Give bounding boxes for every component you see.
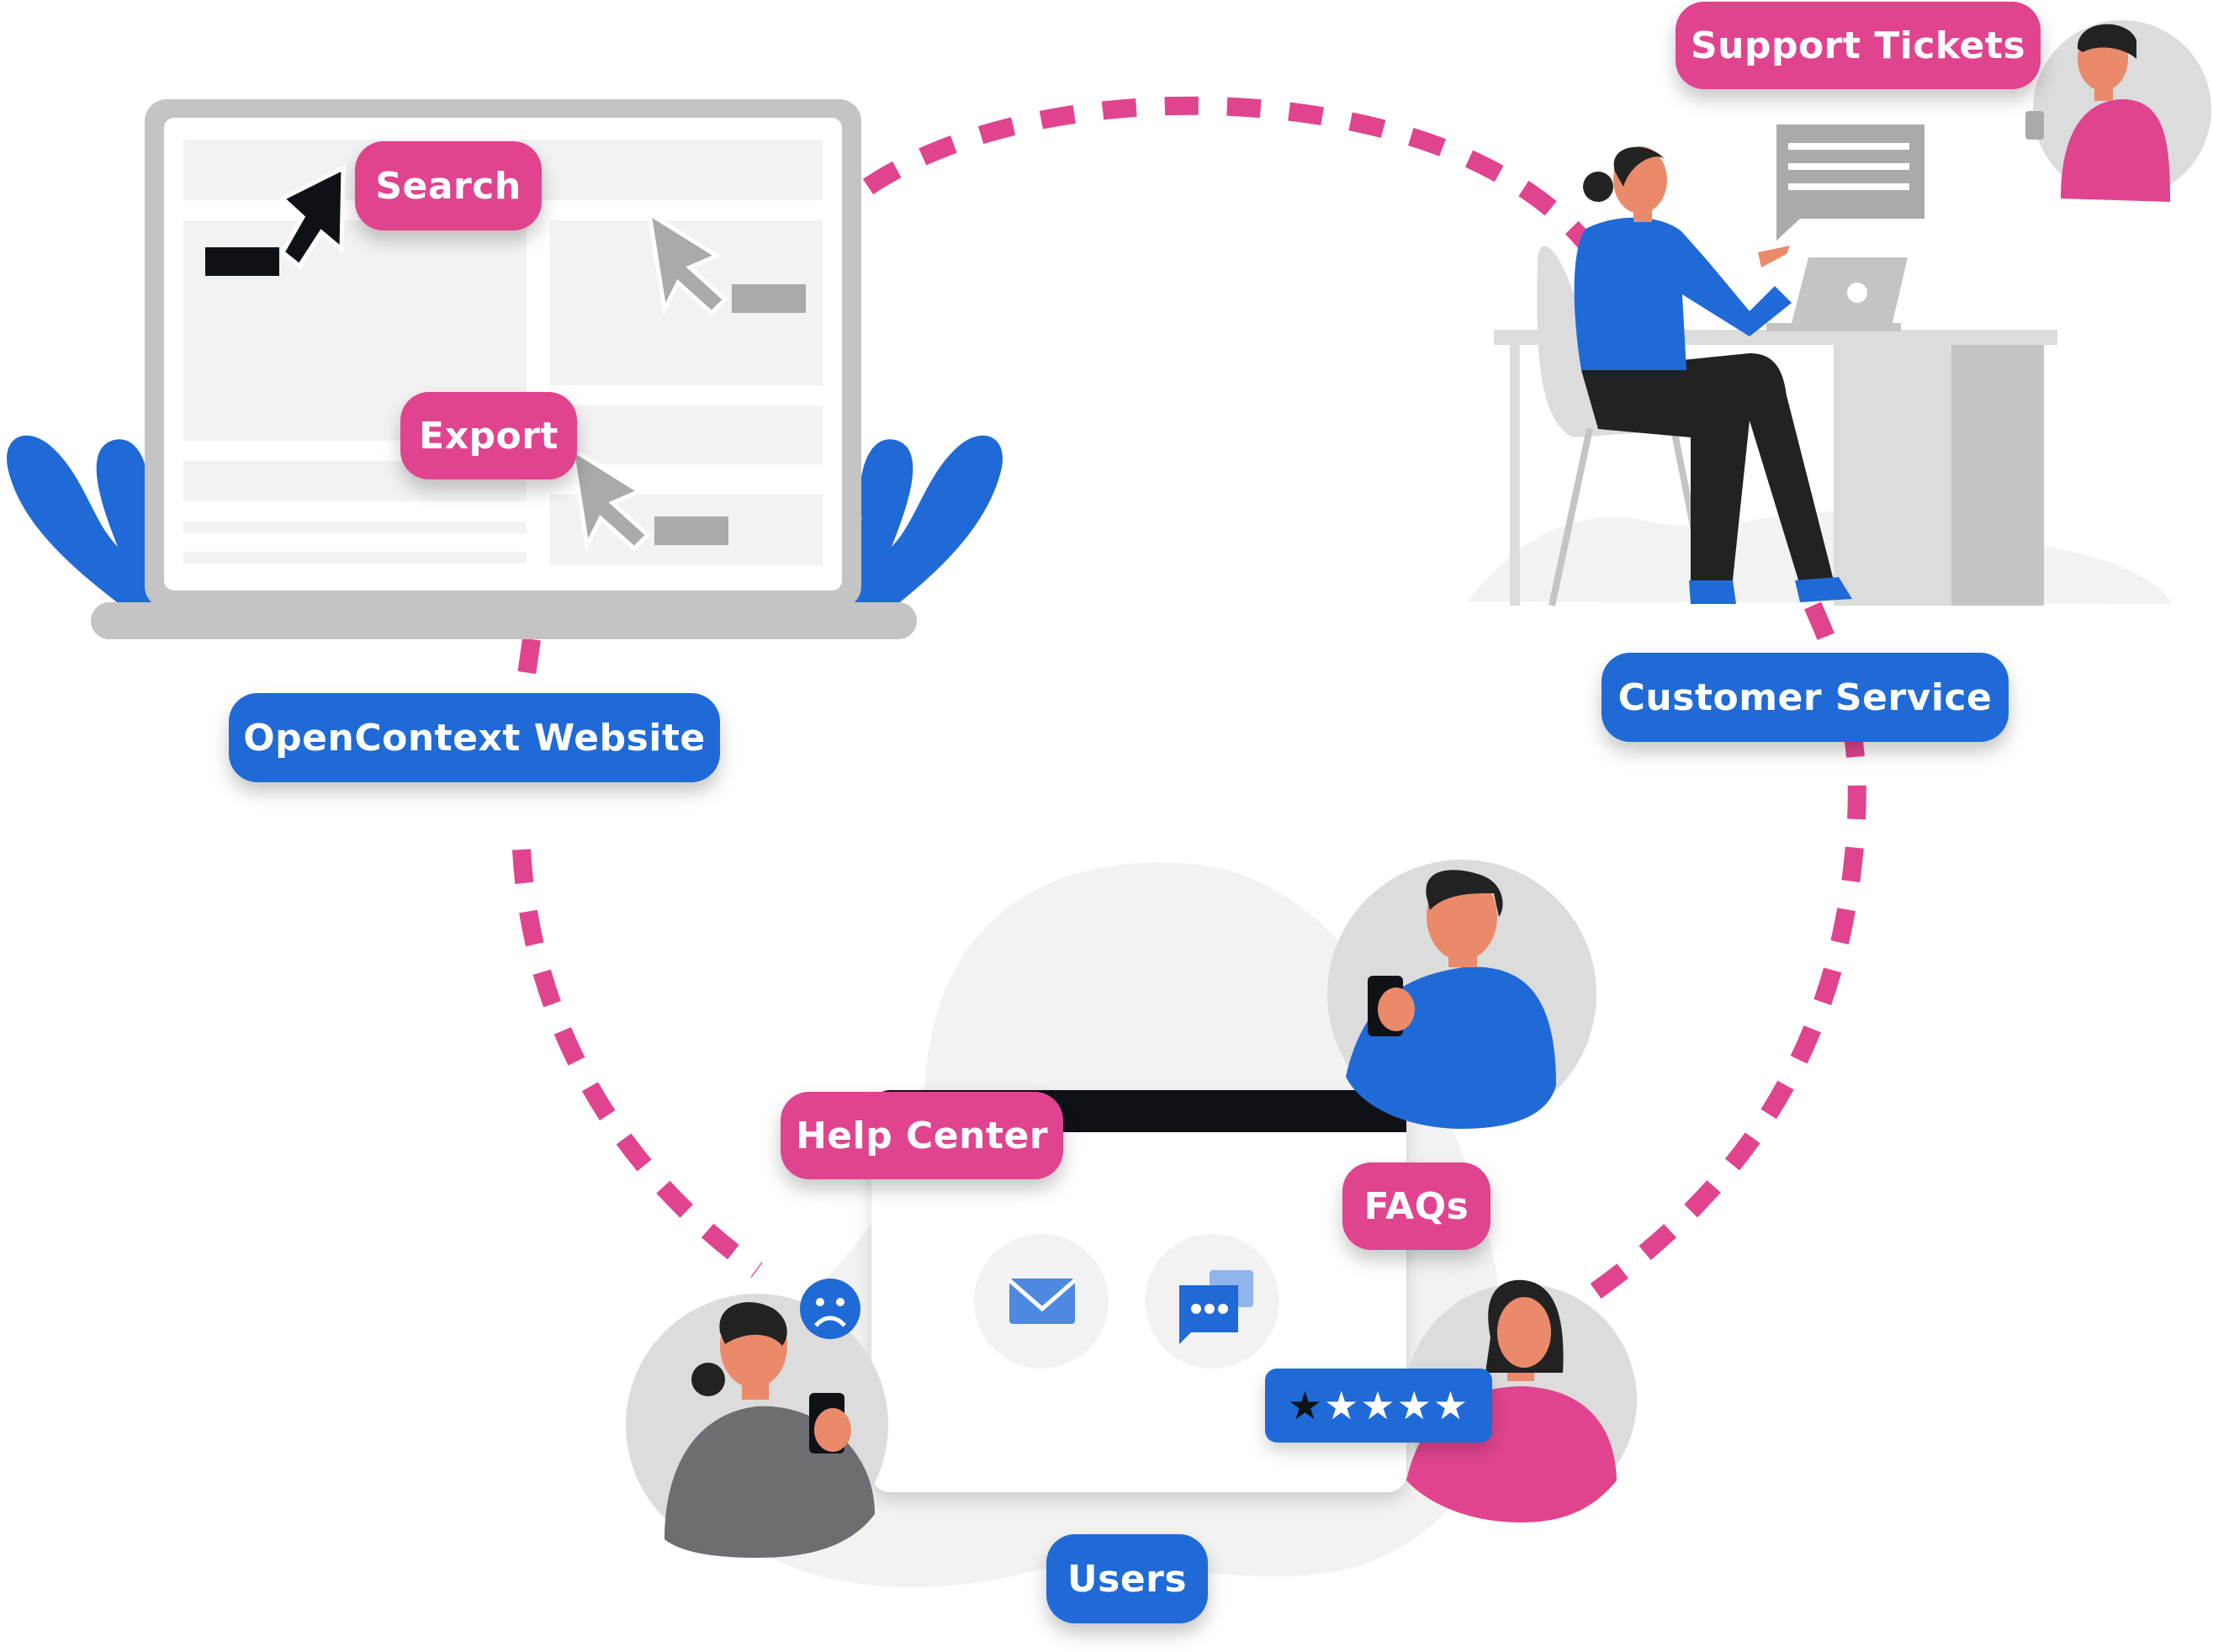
speech-bubble-icon [1776,124,1924,241]
label-export: Export [400,392,577,479]
label-users: Users [1046,1534,1208,1623]
mail-icon [974,1234,1109,1369]
user-avatar-woman-sad [626,1294,888,1558]
label-help-center: Help Center [781,1092,1063,1179]
support-tickets-avatar [2025,20,2211,202]
star-icon: ★ [1360,1383,1397,1428]
user-avatar-man [1327,860,1596,1129]
user-avatar-woman-rating [1405,1279,1637,1522]
desk-illustration [1494,246,2057,606]
label-support-tickets: Support Tickets [1676,2,2041,89]
support-agent-person [1574,146,1852,604]
cursor-arrow-icon [278,164,728,553]
sad-face-icon [800,1279,860,1339]
label-search: Search [355,141,542,230]
star-rating: ★★★★★ [1265,1369,1492,1443]
star-icon: ★ [1396,1383,1433,1428]
chat-bubbles-icon [1145,1234,1279,1369]
star-icon: ★ [1432,1383,1470,1428]
label-customer-service: Customer Service [1602,653,2009,742]
star-icon: ★ [1324,1383,1361,1428]
label-opencontext-website: OpenContext Website [229,693,720,782]
star-icon: ★ [1287,1383,1325,1428]
label-faqs: FAQs [1342,1162,1490,1250]
